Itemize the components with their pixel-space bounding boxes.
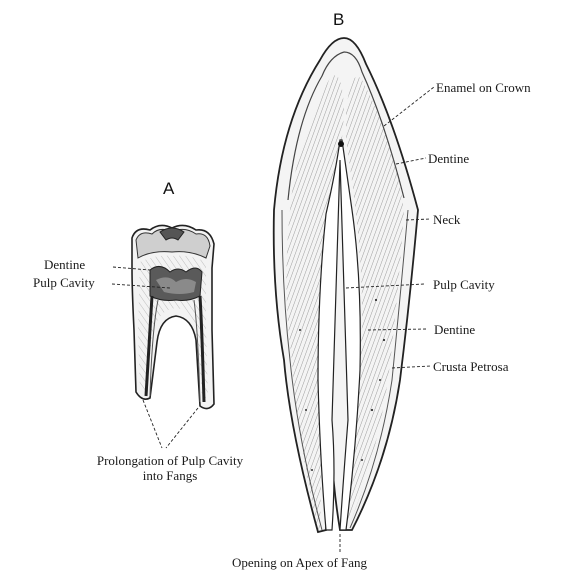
label-a-prolongation-line1: Prolongation of Pulp Cavity <box>50 454 290 467</box>
label-b-enamel: Enamel on Crown <box>436 81 531 94</box>
label-a-prolongation: Prolongation of Pulp Cavity into Fangs <box>50 454 290 482</box>
label-letter-b: B <box>333 11 344 28</box>
label-b-crusta-petrosa: Crusta Petrosa <box>433 360 508 373</box>
label-a-dentine: Dentine <box>44 258 85 271</box>
label-b-dentine-upper: Dentine <box>428 152 469 165</box>
label-b-opening: Opening on Apex of Fang <box>232 556 367 569</box>
label-a-pulp-cavity: Pulp Cavity <box>33 276 95 289</box>
label-b-neck: Neck <box>433 213 460 226</box>
label-a-prolongation-line2: into Fangs <box>50 469 290 482</box>
molar-tooth-a <box>132 225 214 408</box>
label-b-pulp-cavity: Pulp Cavity <box>433 278 495 291</box>
label-letter-a: A <box>163 180 174 197</box>
label-b-dentine-lower: Dentine <box>434 323 475 336</box>
